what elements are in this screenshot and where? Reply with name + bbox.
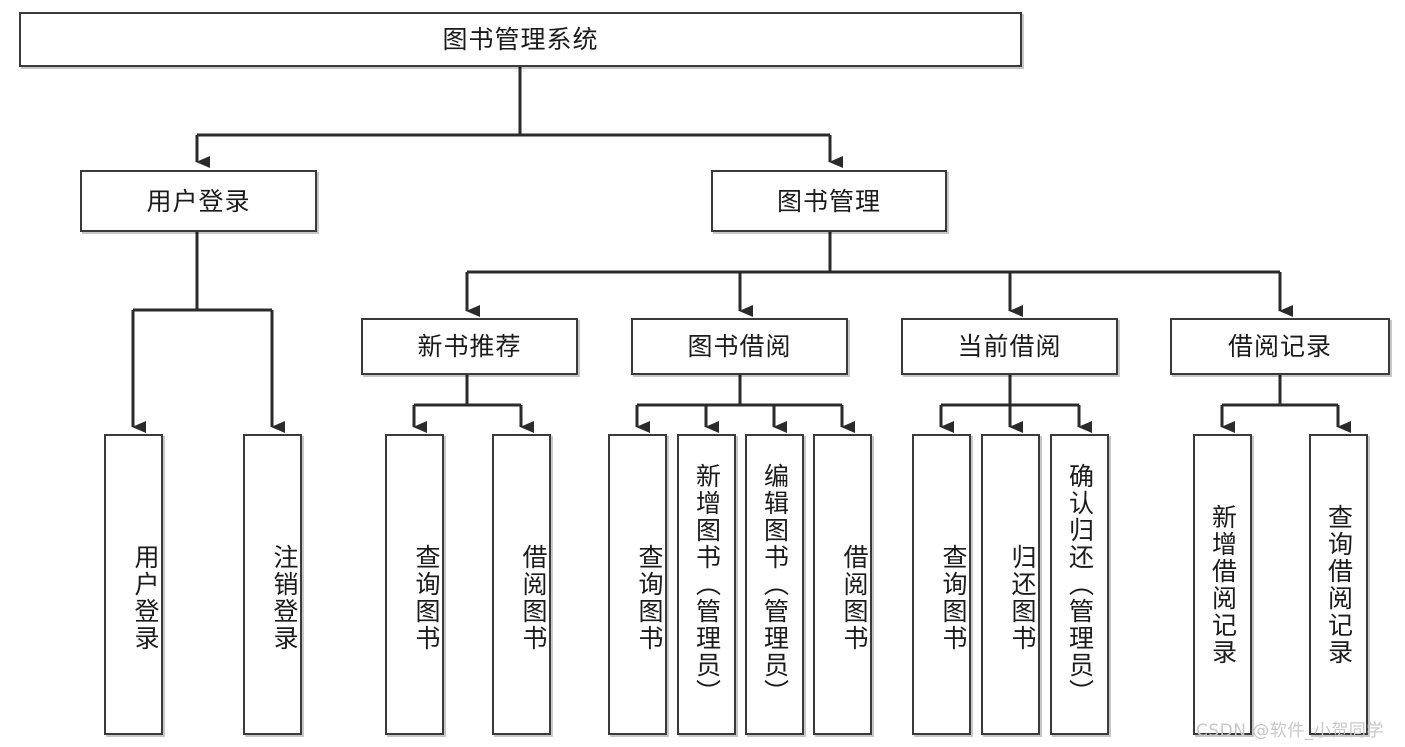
node-current-borrowing[interactable]: 当前借阅 (901, 318, 1118, 375)
leaf-borrow-books-new[interactable]: 借阅图书 (492, 434, 551, 735)
leaf-borrow-books[interactable]: 借阅图书 (813, 434, 872, 735)
leaf-query-books-borrow[interactable]: 查询图书 (608, 434, 667, 735)
leaf-query-books-new[interactable]: 查询图书 (385, 434, 444, 735)
node-user-login[interactable]: 用户登录 (80, 170, 317, 232)
leaf-logout[interactable]: 注销登录 (243, 434, 302, 735)
leaf-add-book-admin[interactable]: 新增图书（管理员） (677, 434, 736, 735)
node-root-book-management-system[interactable]: 图书管理系统 (19, 12, 1022, 67)
node-borrowing-records[interactable]: 借阅记录 (1170, 318, 1390, 375)
node-book-borrowing[interactable]: 图书借阅 (631, 318, 848, 375)
leaf-query-borrow-record[interactable]: 查询借阅记录 (1309, 434, 1368, 735)
leaf-return-books[interactable]: 归还图书 (981, 434, 1040, 735)
leaf-user-login[interactable]: 用户登录 (104, 434, 163, 735)
node-book-management[interactable]: 图书管理 (711, 170, 947, 232)
leaf-query-books-current[interactable]: 查询图书 (912, 434, 971, 735)
leaf-add-borrow-record[interactable]: 新增借阅记录 (1193, 434, 1252, 735)
node-new-book-recommendation[interactable]: 新书推荐 (361, 318, 578, 375)
csdn-watermark: CSDN @软件_小贺同学 (1196, 721, 1384, 741)
leaf-confirm-return-admin[interactable]: 确认归还（管理员） (1050, 434, 1109, 735)
leaf-edit-book-admin[interactable]: 编辑图书（管理员） (745, 434, 804, 735)
